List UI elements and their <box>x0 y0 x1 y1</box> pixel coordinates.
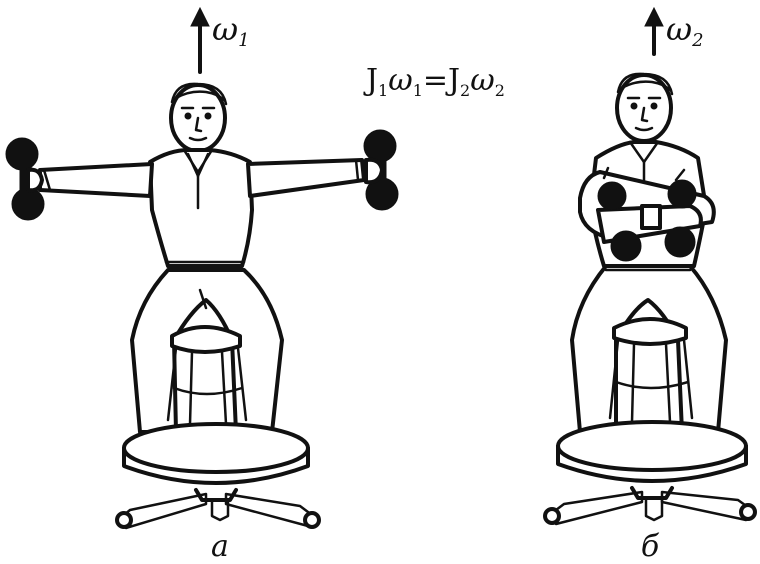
caption-a: а <box>211 529 229 564</box>
rotation-arrow-right <box>645 8 663 54</box>
left-arm-a <box>40 164 152 196</box>
head-a <box>171 84 226 151</box>
rotation-arrow-left <box>191 8 209 72</box>
legs-b <box>572 266 726 432</box>
omega-2-label: ω2 <box>666 10 704 51</box>
turntable-a <box>124 424 308 500</box>
torso-a <box>150 150 252 272</box>
caption-b: б <box>641 529 660 564</box>
dumbbell-left-a <box>6 138 44 220</box>
figure-a: ω1 <box>6 8 398 564</box>
omega-1-label: ω1 <box>212 10 250 51</box>
dumbbell-right-a <box>364 130 398 210</box>
figure-b: ω2 <box>545 8 755 564</box>
angular-momentum-equation: J1ω1=J2ω2 <box>363 63 505 100</box>
turntable-b <box>558 422 746 498</box>
head-b <box>617 74 672 141</box>
right-arm-a <box>248 160 364 196</box>
